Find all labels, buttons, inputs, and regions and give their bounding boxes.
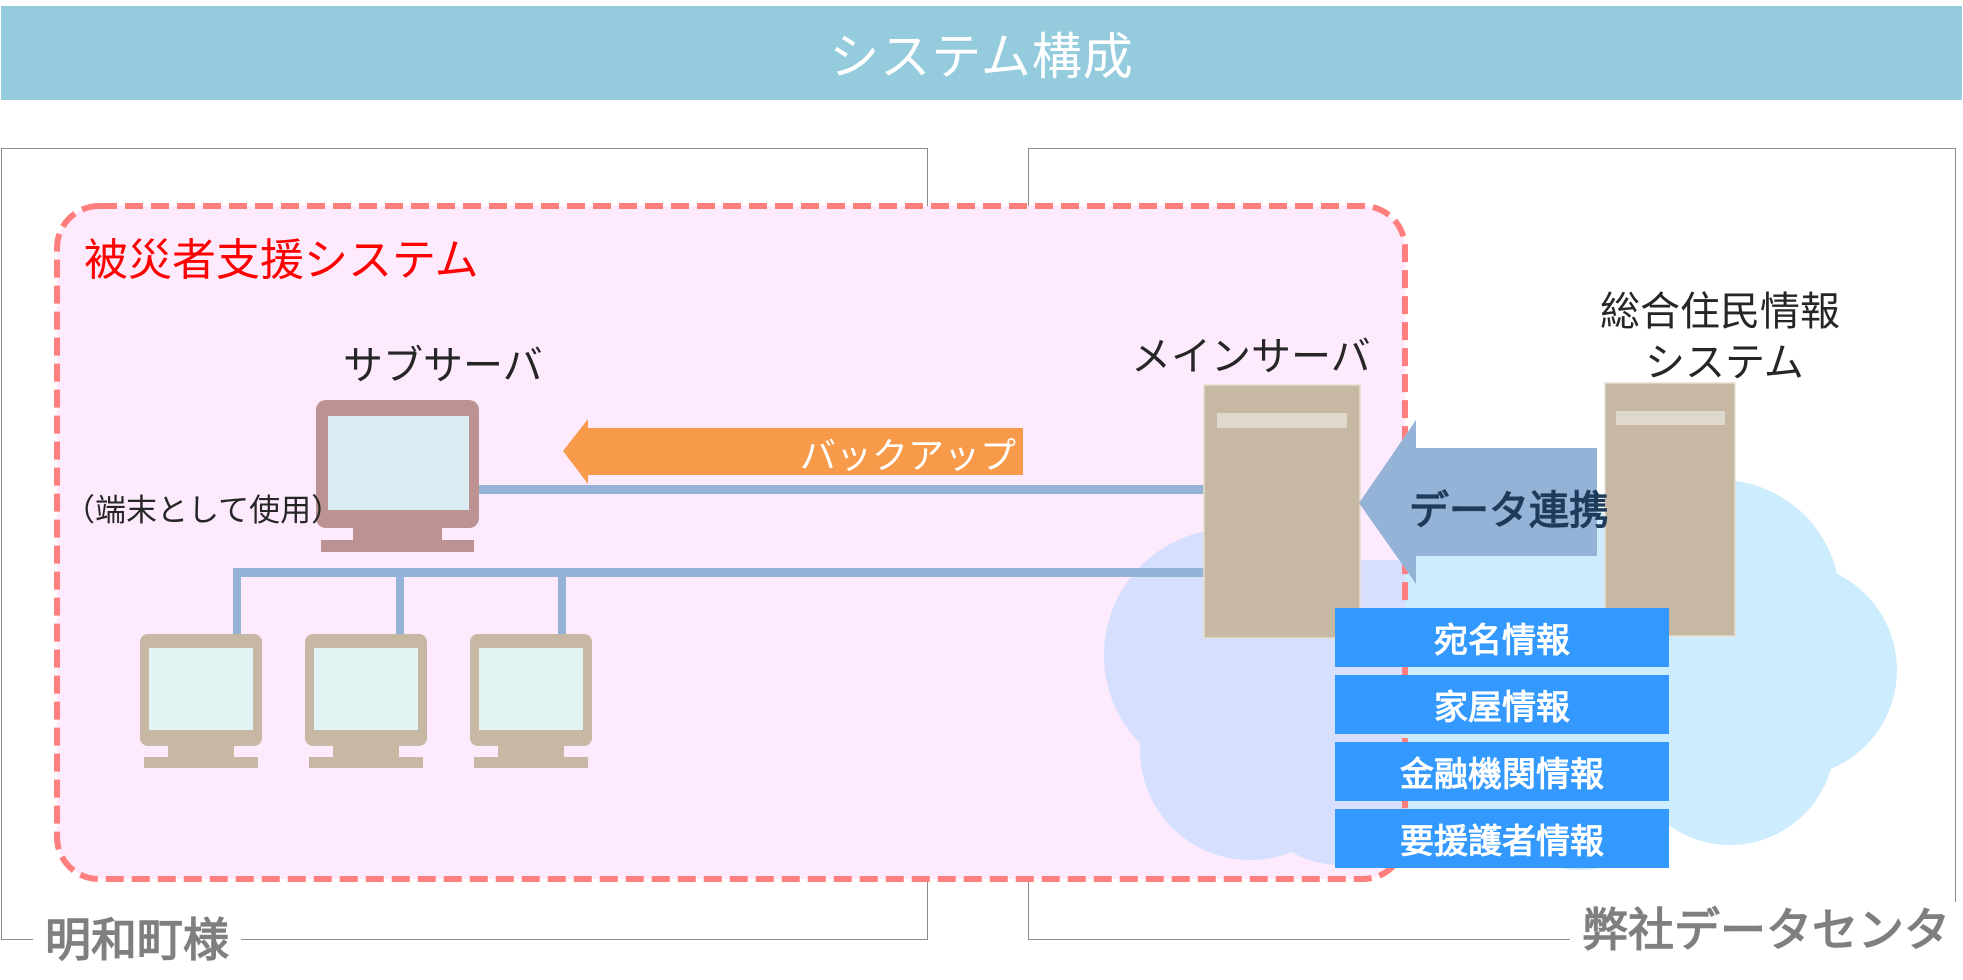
page-title: システム構成	[829, 28, 1134, 86]
network-drop-1	[233, 568, 241, 634]
backup-arrow	[563, 419, 1023, 484]
terminal-monitor-icon-3	[470, 634, 592, 768]
info-item-label: 宛名情報	[1434, 621, 1570, 661]
main-server-icon	[1203, 384, 1361, 639]
client-site-label: 明和町様	[33, 912, 241, 968]
info-item-house: 家屋情報	[1335, 675, 1669, 734]
datacenter-site-label: 弊社データセンタ	[1570, 902, 1962, 958]
terminal-monitor-icon-2	[305, 634, 427, 768]
backup-arrow-label: バックアップ	[800, 436, 1017, 477]
sub-server-label: サブサーバ	[343, 343, 543, 389]
network-drop-2	[396, 568, 404, 634]
main-server-label: メインサーバ	[1131, 334, 1371, 380]
info-item-label: 金融機関情報	[1400, 755, 1604, 795]
info-item-label: 家屋情報	[1434, 688, 1570, 728]
resident-system-label-line1: 総合住民情報	[1600, 289, 1840, 335]
resident-system-server-icon	[1604, 382, 1736, 637]
terminal-monitor-icon-1	[140, 634, 262, 768]
data-link-arrow	[1359, 420, 1597, 584]
system-region-label: 被災者支援システム	[84, 235, 479, 286]
info-item-financial: 金融機関情報	[1335, 742, 1669, 801]
network-line-terminals	[233, 568, 1205, 577]
title-bar: システム構成	[1, 6, 1962, 100]
info-item-address: 宛名情報	[1335, 608, 1669, 667]
info-item-label: 要援護者情報	[1400, 822, 1604, 862]
info-item-care-recipient: 要援護者情報	[1335, 809, 1669, 868]
network-drop-3	[558, 568, 566, 634]
network-line-subserver	[460, 485, 1205, 494]
data-link-arrow-label: データ連携	[1409, 488, 1609, 534]
sub-server-monitor-icon	[316, 400, 479, 552]
sub-server-note: （端末として使用）	[64, 493, 343, 529]
resident-system-label-line2: システム	[1645, 340, 1804, 386]
network-lines	[233, 485, 1205, 634]
